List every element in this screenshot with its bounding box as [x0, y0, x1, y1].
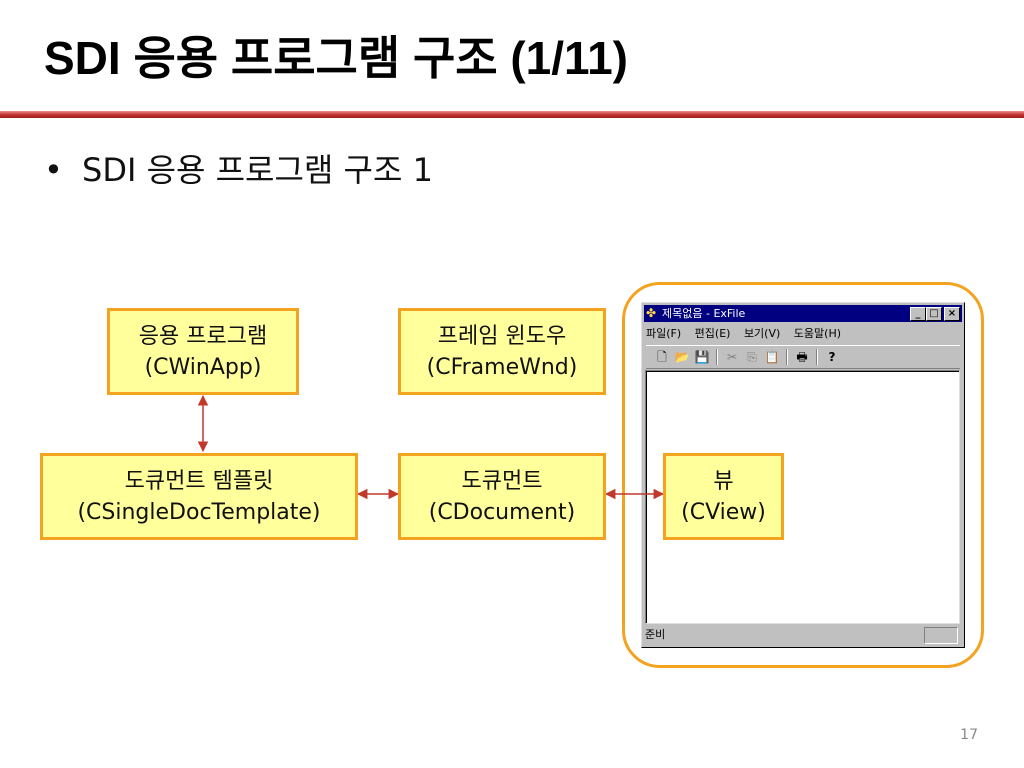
status-pane — [924, 627, 958, 644]
box-document-template-class: (CSingleDocTemplate) — [77, 499, 321, 525]
toolbar-separator — [786, 349, 788, 365]
page-number: 17 — [960, 727, 978, 743]
box-document-template: 도큐먼트 템플릿 (CSingleDocTemplate) — [40, 453, 358, 540]
title-divider — [0, 111, 1024, 118]
slide-title: SDI 응용 프로그램 구조 (1/11) — [44, 32, 628, 84]
menu-view[interactable]: 보기(V) — [743, 327, 781, 340]
status-bar: 준비 — [645, 626, 960, 644]
status-text: 준비 — [645, 628, 666, 641]
box-document: 도큐먼트 (CDocument) — [398, 453, 606, 540]
paste-icon[interactable]: 📋 — [764, 350, 780, 364]
open-folder-icon[interactable]: 📂 — [674, 350, 690, 364]
box-document-name: 도큐먼트 — [461, 468, 543, 494]
toolbar: 🗋 📂 💾 ✂ ⎘ 📋 🖶 ? — [646, 345, 960, 369]
box-frame-window: 프레임 윈도우 (CFrameWnd) — [398, 308, 606, 395]
bullet-marker: • — [44, 151, 63, 189]
cut-icon[interactable]: ✂ — [726, 350, 738, 364]
print-icon[interactable]: 🖶 — [796, 350, 808, 364]
box-frame-window-name: 프레임 윈도우 — [437, 323, 567, 349]
maximize-button[interactable]: □ — [926, 307, 942, 321]
copy-icon[interactable]: ⎘ — [747, 350, 757, 364]
menu-help[interactable]: 도움말(H) — [793, 327, 842, 340]
toolbar-separator — [816, 349, 818, 365]
box-application-name: 응용 프로그램 — [138, 323, 268, 349]
frame-window-outline — [622, 282, 984, 668]
box-view: 뷰 (CView) — [663, 453, 784, 540]
menu-file[interactable]: 파일(F) — [646, 327, 682, 340]
menu-edit[interactable]: 편집(E) — [694, 327, 731, 340]
box-document-template-name: 도큐먼트 템플릿 — [124, 468, 274, 494]
window-title: 제목없음 - ExFile — [662, 307, 746, 320]
box-application: 응용 프로그램 (CWinApp) — [107, 308, 299, 395]
help-icon[interactable]: ? — [828, 350, 836, 364]
minimize-button[interactable]: _ — [910, 307, 926, 321]
bullet-text: SDI 응용 프로그램 구조 1 — [82, 151, 433, 189]
close-button[interactable]: × — [944, 307, 960, 321]
toolbar-separator — [716, 349, 718, 365]
save-icon[interactable]: 💾 — [694, 350, 710, 364]
bullet-item: • SDI 응용 프로그램 구조 1 — [44, 145, 433, 191]
menu-bar: 파일(F) 편집(E) 보기(V) 도움말(H) — [646, 325, 960, 343]
box-frame-window-class: (CFrameWnd) — [426, 354, 578, 380]
box-document-class: (CDocument) — [428, 499, 576, 525]
new-file-icon[interactable]: 🗋 — [657, 350, 667, 364]
box-application-class: (CWinApp) — [144, 354, 262, 380]
window-titlebar: ✤ 제목없음 - ExFile _ □ × — [644, 305, 962, 322]
app-icon: ✤ — [646, 306, 657, 320]
box-view-name: 뷰 — [713, 468, 734, 494]
box-view-class: (CView) — [681, 499, 766, 525]
